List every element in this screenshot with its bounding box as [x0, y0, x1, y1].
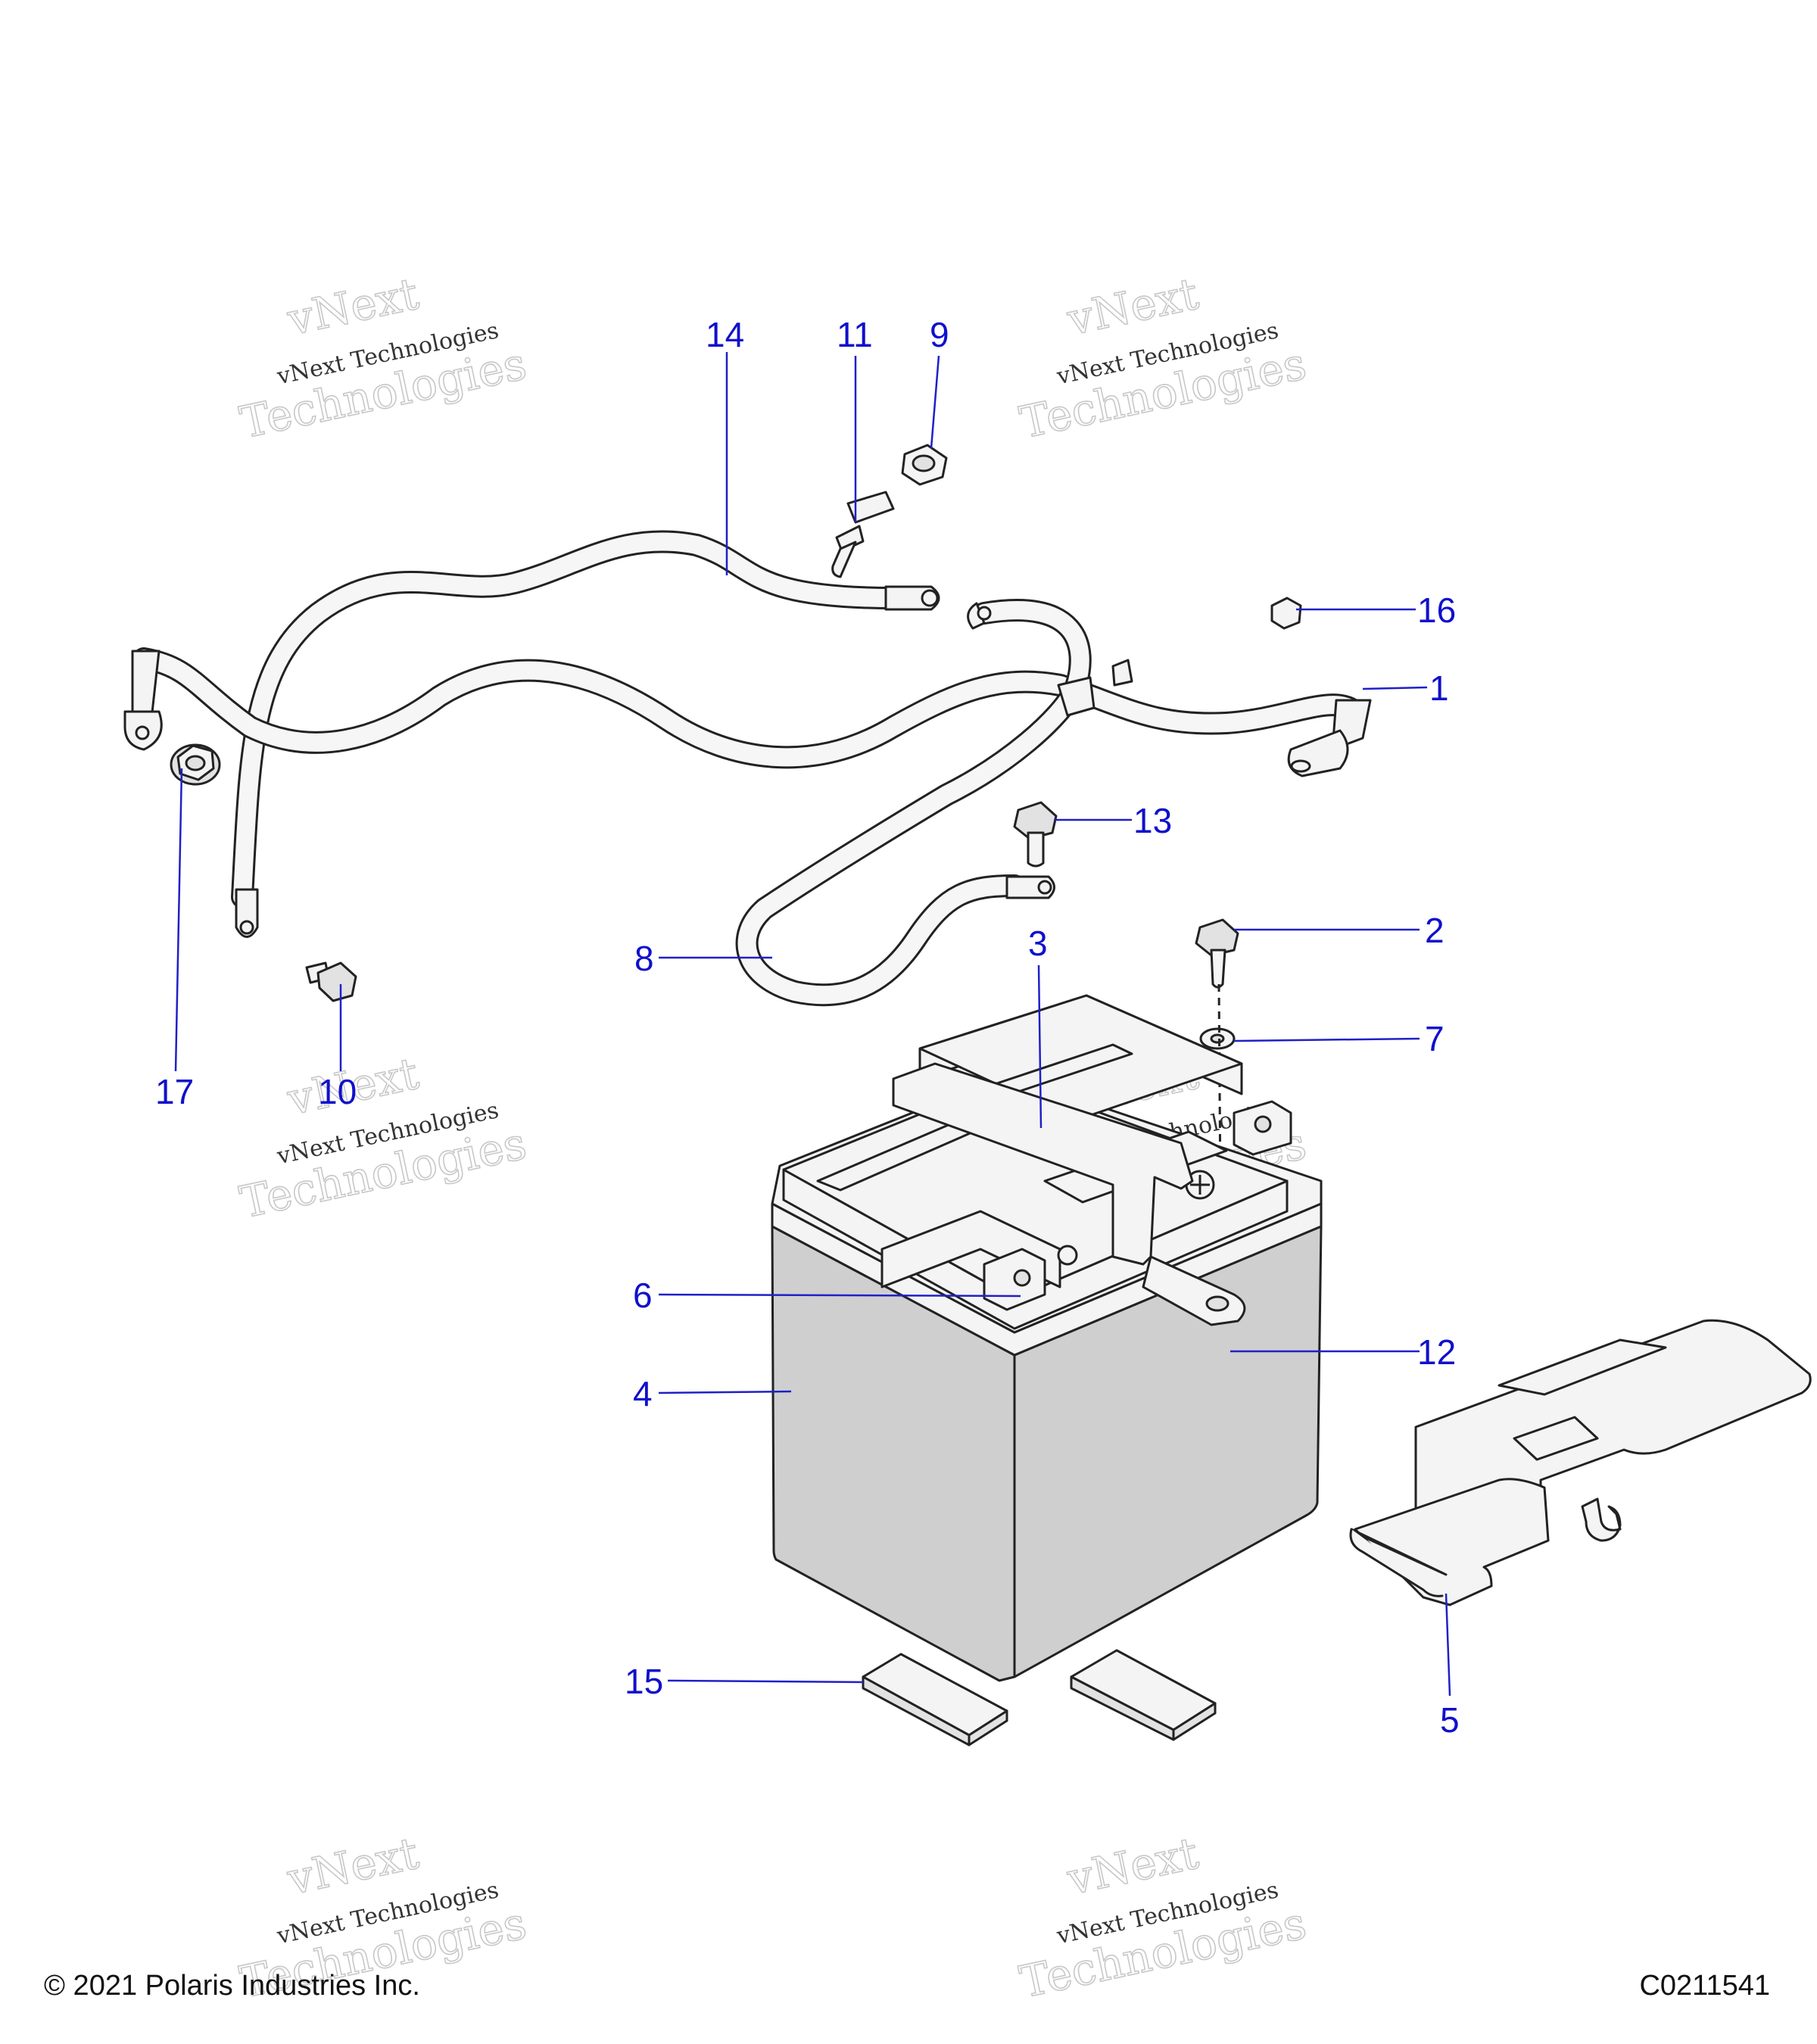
battery-pad-15 — [1070, 1649, 1217, 1741]
battery-4 — [771, 994, 1323, 1682]
watermark: vNext vNext Technologies Technologies — [1014, 267, 1311, 449]
watermark: vNext vNext Technologies Technologies — [235, 1047, 531, 1229]
flange-nut-17 — [170, 743, 221, 786]
callout-14: 14 — [706, 315, 744, 354]
bolt-10 — [305, 961, 357, 1002]
callout-13: 13 — [1133, 801, 1172, 840]
nut-16 — [1270, 597, 1302, 630]
callouts: 14 11 9 16 1 13 2 3 8 7 17 10 6 12 4 15 … — [155, 315, 1460, 1740]
callout-2: 2 — [1425, 911, 1445, 950]
watermark: vNext vNext Technologies Technologies — [1014, 1827, 1311, 2008]
battery-tray-5 — [1349, 1319, 1812, 1606]
battery-terminal — [1233, 1100, 1292, 1156]
watermark-line1: vNext — [1062, 1827, 1202, 1905]
battery-cable-8 — [735, 599, 1133, 1007]
watermark: vNext vNext Technologies Technologies — [235, 267, 531, 449]
callout-11: 11 — [837, 315, 873, 354]
callout-5: 5 — [1440, 1700, 1460, 1740]
nut-9 — [901, 444, 948, 486]
watermark-line1: vNext — [282, 1827, 422, 1905]
battery-cable-1 — [123, 647, 1372, 777]
copyright-notice: © 2021 Polaris Industries Inc. — [44, 1970, 420, 2002]
watermark-line1: vNext — [1062, 268, 1202, 346]
battery-terminal-6 — [983, 1248, 1046, 1311]
callout-15: 15 — [625, 1662, 663, 1701]
callout-16: 16 — [1417, 590, 1456, 630]
callout-17: 17 — [155, 1072, 194, 1111]
callout-3: 3 — [1028, 924, 1048, 963]
figure-id: C0211541 — [1639, 1970, 1770, 2002]
callout-6: 6 — [633, 1276, 653, 1315]
callout-1: 1 — [1429, 668, 1449, 708]
washer-7 — [1199, 1027, 1236, 1050]
hold-down-strap-3 — [892, 1062, 1246, 1326]
callout-7: 7 — [1425, 1019, 1445, 1058]
watermark-line1: vNext — [282, 268, 422, 346]
callout-10: 10 — [318, 1072, 357, 1111]
callout-12: 12 — [1417, 1332, 1456, 1372]
callout-8: 8 — [634, 939, 654, 978]
battery-cable-14 — [231, 530, 940, 938]
callout-4: 4 — [633, 1374, 653, 1413]
bolt-13 — [1013, 801, 1058, 868]
battery-pad-15 — [862, 1653, 1008, 1746]
leader-lines — [174, 352, 1451, 1697]
push-pin-11 — [831, 491, 895, 578]
callout-9: 9 — [930, 315, 949, 354]
bolt-2 — [1195, 918, 1239, 989]
